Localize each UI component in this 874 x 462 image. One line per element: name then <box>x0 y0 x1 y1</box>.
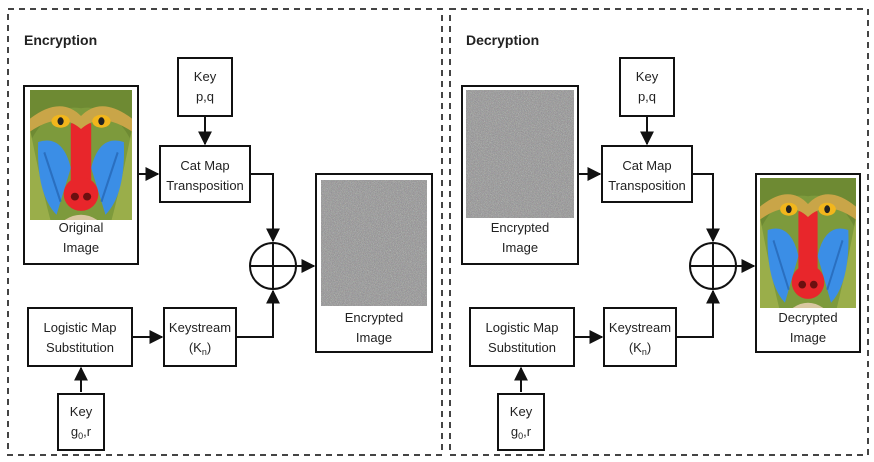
cat-map-label-2: Transposition <box>166 178 244 193</box>
keystream-label-1: Keystream <box>169 320 231 335</box>
encrypted-output-label-2: Image <box>356 330 392 345</box>
decrypted-output-label-1: Decrypted <box>778 310 837 325</box>
dec-key-g0r-label-1: Key <box>510 404 533 419</box>
decryption-title: Decryption <box>466 32 539 48</box>
logistic-map-label-2: Substitution <box>46 340 114 355</box>
dec-arrow-catmap-to-xor <box>692 173 720 243</box>
mandrill-decrypted-image <box>758 176 858 310</box>
noise-encrypted-output-image <box>321 180 427 306</box>
keystream-label-2: (Kn) <box>189 340 211 357</box>
dec-keystream-box <box>603 307 677 367</box>
encryption-title: Encryption <box>24 32 97 48</box>
key-pq-box <box>177 57 233 117</box>
dec-logistic-map-label-2: Substitution <box>488 340 556 355</box>
dec-key-g0r-box <box>497 393 545 451</box>
keystream-box <box>163 307 237 367</box>
dec-logistic-map-box <box>469 307 575 367</box>
noise-encrypted-input-image <box>466 90 574 218</box>
xor-symbol-icon <box>249 242 297 290</box>
cat-map-box <box>159 145 251 203</box>
key-g0r-label-1: Key <box>70 404 93 419</box>
arrow-catmap-to-xor <box>250 173 280 243</box>
original-image-label-2: Image <box>63 240 99 255</box>
decryption-panel-frame <box>449 8 869 456</box>
encrypted-output-label-1: Encrypted <box>345 310 404 325</box>
arrow-keystream-to-xor <box>236 289 280 338</box>
dec-xor-symbol-icon <box>689 242 737 290</box>
dec-arrow-keystream-to-xor <box>676 289 720 338</box>
key-pq-label-2: p,q <box>196 89 214 104</box>
dec-logistic-map-label-1: Logistic Map <box>486 320 559 335</box>
key-g0r-label-2: g0,r <box>71 424 92 441</box>
dec-key-pq-label-1: Key <box>636 69 659 84</box>
dec-cat-map-box <box>601 145 693 203</box>
encrypted-input-label-1: Encrypted <box>491 220 550 235</box>
encrypted-input-label-2: Image <box>502 240 538 255</box>
dec-key-pq-box <box>619 57 675 117</box>
original-image-label-1: Original <box>59 220 104 235</box>
dec-keystream-label-2: (Kn) <box>629 340 651 357</box>
key-g0r-box <box>57 393 105 451</box>
logistic-map-label-1: Logistic Map <box>44 320 117 335</box>
mandrill-original-image <box>28 88 134 222</box>
dec-key-pq-label-2: p,q <box>638 89 656 104</box>
decrypted-output-label-2: Image <box>790 330 826 345</box>
dec-keystream-label-1: Keystream <box>609 320 671 335</box>
key-pq-label-1: Key <box>194 69 217 84</box>
logistic-map-box <box>27 307 133 367</box>
cat-map-label-1: Cat Map <box>180 158 229 173</box>
dec-cat-map-label-1: Cat Map <box>622 158 671 173</box>
dec-cat-map-label-2: Transposition <box>608 178 686 193</box>
dec-key-g0r-label-2: g0,r <box>511 424 532 441</box>
